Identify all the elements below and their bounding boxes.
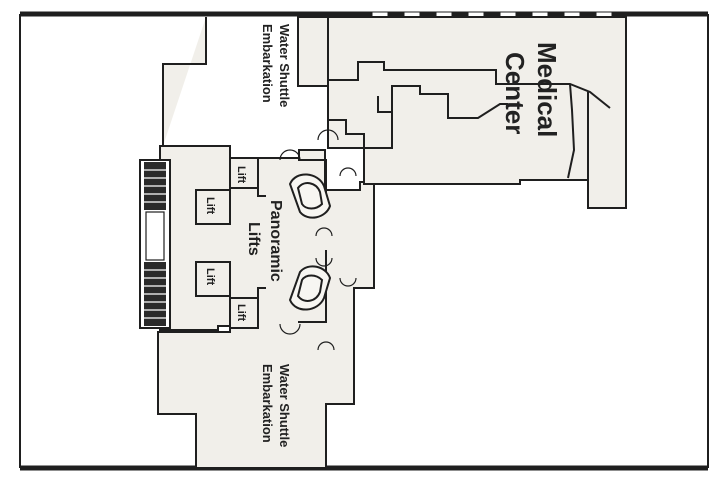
lift-car-icon [288,173,332,311]
center-label: Center [500,52,530,134]
floor-area [157,16,627,469]
water-shuttle-bottom-label-line1: Water Shuttle [277,364,292,447]
lift-label-2: Lift [204,197,216,214]
map-labels: Water Shuttle Embarkation Water Shuttle … [204,24,562,447]
lift-label-3: Lift [204,268,216,285]
lift-lobby [195,157,327,329]
lift-label-4: Lift [235,304,247,321]
medical-label: Medical [532,42,562,137]
water-shuttle-bottom-label-line2: Embarkation [260,364,275,443]
panoramic-label: Panoramic [267,200,284,282]
water-shuttle-top-label-line2: Embarkation [260,24,275,103]
door-icon [279,129,357,351]
water-shuttle-top-label-line1: Water Shuttle [277,24,292,107]
lifts-label: Lifts [245,222,262,256]
stairs-icon [139,159,171,329]
medical-center-rooms [328,61,611,180]
lift-label-1: Lift [235,166,247,183]
